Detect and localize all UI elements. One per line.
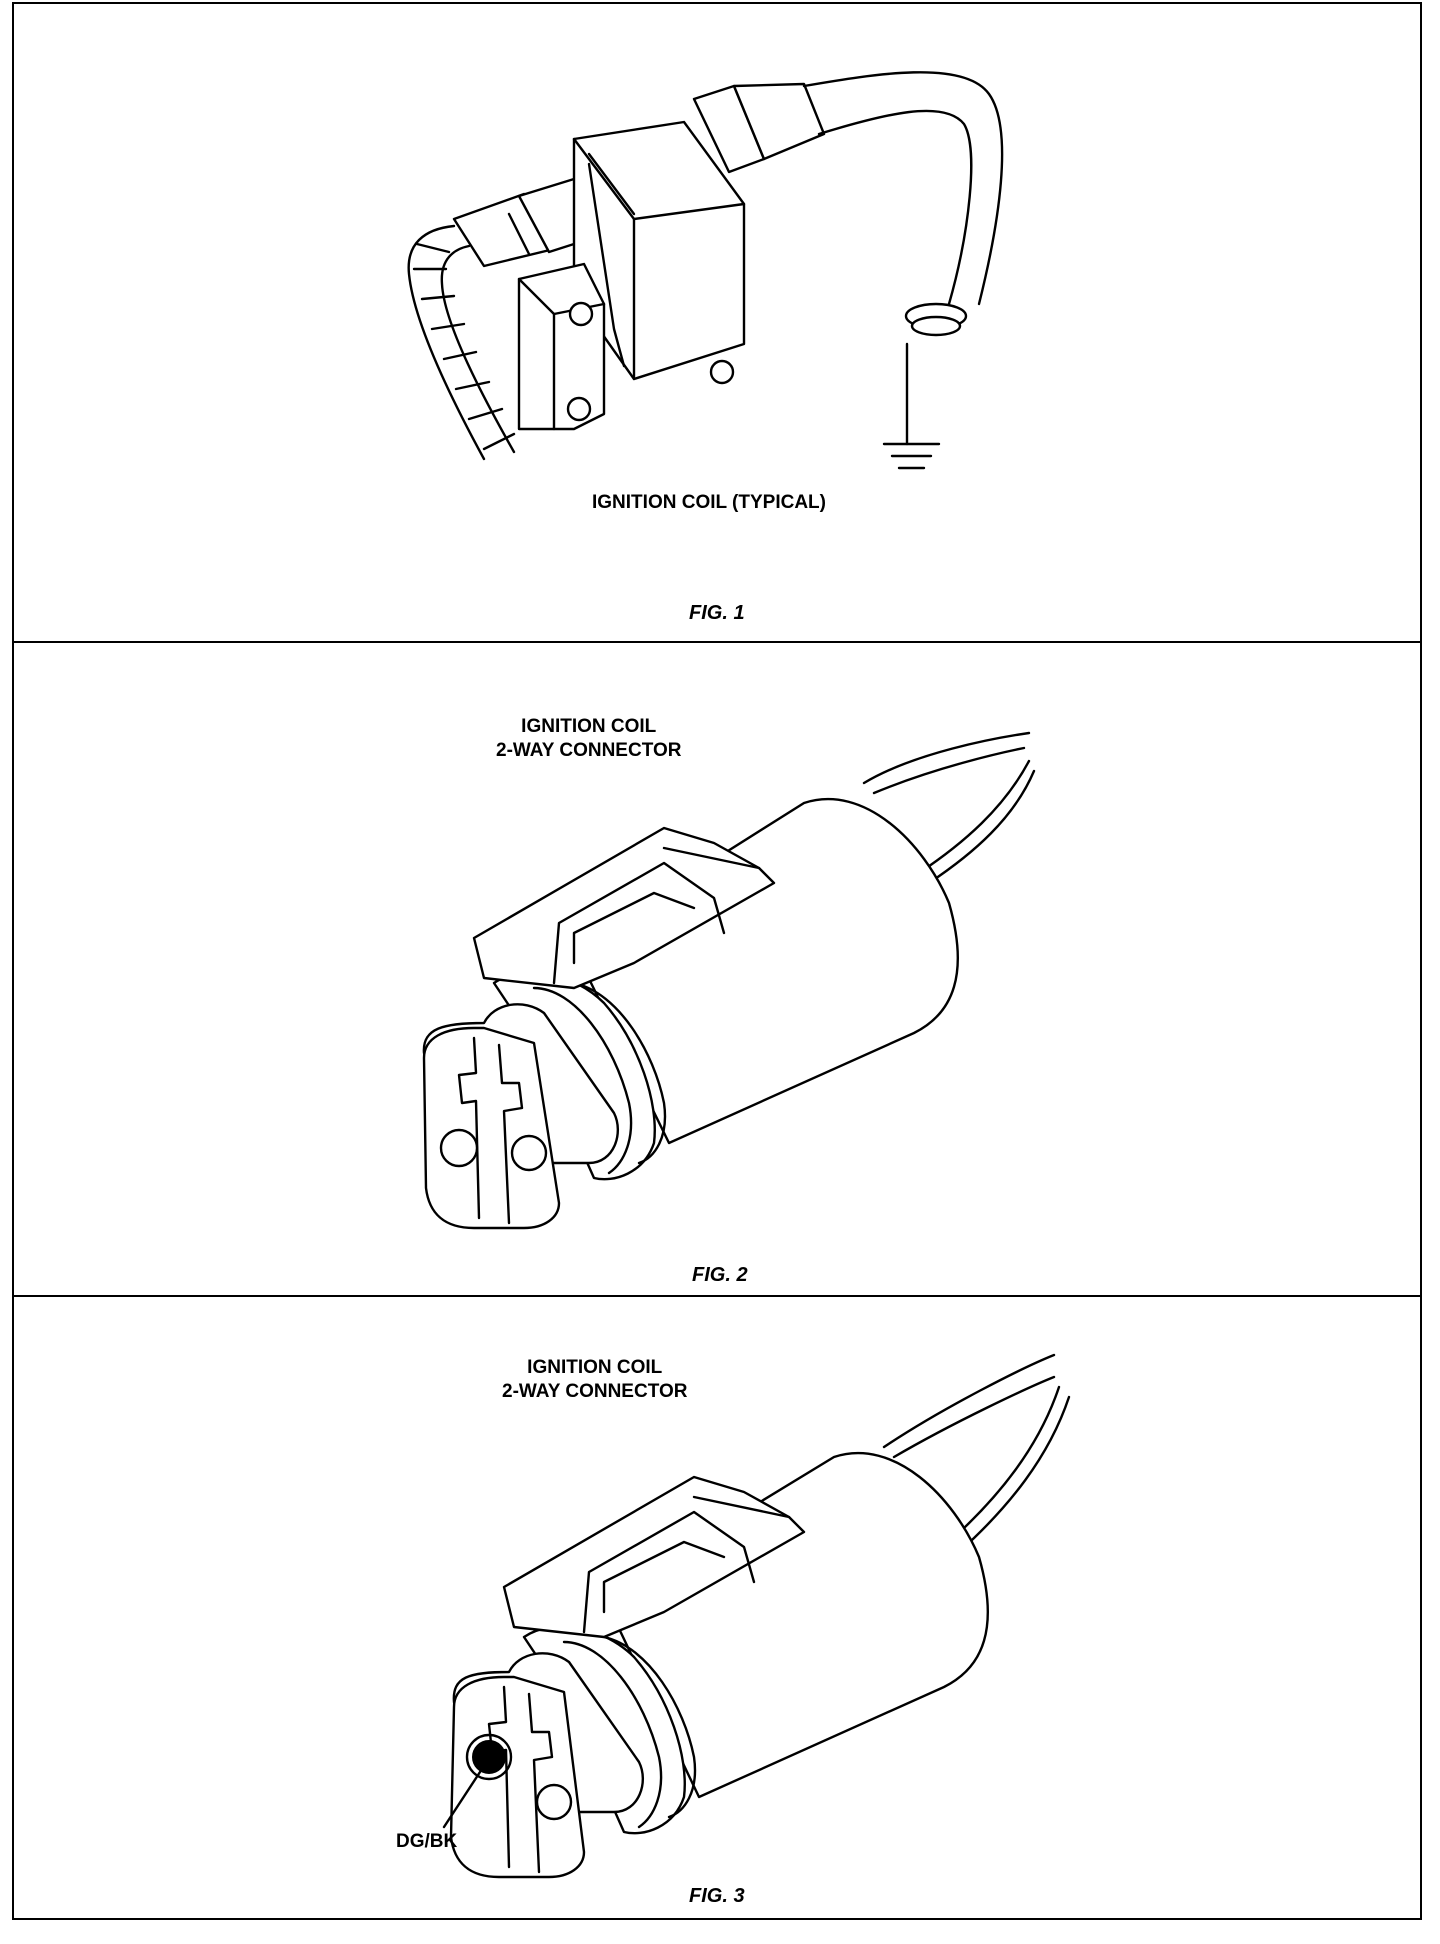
figure-2-label: FIG. 2	[692, 1264, 748, 1286]
ignition-coil-illustration	[407, 71, 1004, 470]
figure-2-caption: IGNITION COIL 2-WAY CONNECTOR	[496, 715, 681, 763]
figure-3-caption: IGNITION COIL 2-WAY CONNECTOR	[502, 1356, 687, 1404]
figure-3-panel: IGNITION COIL 2-WAY CONNECTOR DG/BK FIG.…	[14, 1295, 1420, 1920]
figure-2-caption-line1: IGNITION COIL	[521, 716, 657, 737]
figure-2-panel: IGNITION COIL 2-WAY CONNECTOR FIG. 2	[14, 641, 1420, 1295]
figure-3-caption-line2: 2-WAY CONNECTOR	[502, 1381, 688, 1402]
figure-1-panel: IGNITION COIL (TYPICAL) FIG. 1	[14, 4, 1420, 641]
pin-label-dg-bk: DG/BK	[396, 1831, 458, 1852]
connector-illustration-fig2	[422, 731, 1036, 1230]
figure-1-label: FIG. 1	[689, 602, 745, 624]
figure-3-caption-line1: IGNITION COIL	[527, 1357, 663, 1378]
figure-1-caption: IGNITION COIL (TYPICAL)	[592, 492, 826, 513]
connector-illustration-fig3	[442, 1353, 1071, 1879]
figure-2-caption-line2: 2-WAY CONNECTOR	[496, 740, 682, 761]
figure-3-label: FIG. 3	[689, 1885, 745, 1907]
document-sheet: IGNITION COIL (TYPICAL) FIG. 1	[12, 2, 1422, 1920]
